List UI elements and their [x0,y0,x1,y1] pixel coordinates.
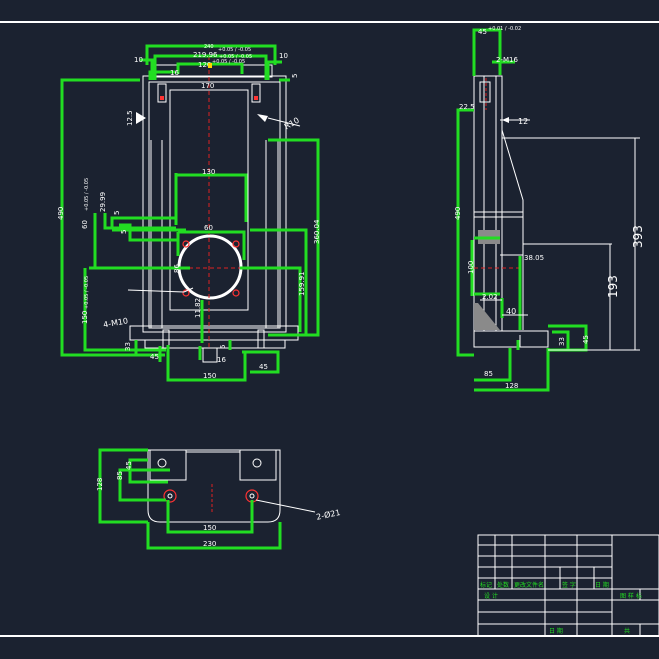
title-block-frame [477,534,659,637]
svg-text:+0.05 / -0.05: +0.05 / -0.05 [84,276,90,309]
front-body-outline [142,75,287,333]
svg-text:29.99: 29.99 [99,192,107,212]
svg-text:360.04: 360.04 [313,219,321,244]
front-m10-hole-1 [182,240,190,248]
dim-360-line [268,138,320,337]
svg-text:45: 45 [478,28,487,36]
thread-callout-2-m16: 2-M16 [496,56,518,64]
svg-text:130: 130 [202,168,215,176]
svg-text:33: 33 [558,337,566,346]
top-outline [147,449,281,523]
svg-text:85: 85 [484,370,493,378]
svg-text:128: 128 [96,478,104,491]
svg-text:45: 45 [125,461,133,470]
dim-150-left-line [83,268,166,352]
svg-text:+0.05 / -0.05: +0.05 / -0.05 [84,178,90,211]
svg-text:16: 16 [170,69,179,77]
dim-240-text: 240 [204,44,214,50]
svg-text:11.82: 11.82 [194,298,202,318]
svg-text:+0.05 / -0.05: +0.05 / -0.05 [219,54,252,60]
svg-text:40: 40 [506,307,516,316]
svg-text:10: 10 [134,56,143,64]
svg-text:85: 85 [116,471,124,480]
svg-text:128: 128 [505,382,518,390]
svg-text:159.91: 159.91 [298,272,306,297]
svg-text:标记: 标记 [480,581,492,589]
svg-text:193: 193 [606,275,620,298]
side-base [473,330,549,348]
title-block: 标记 处数 更改文件名 签 字 日 期 设 计 图 样 标 日 期 共 [477,534,659,637]
svg-text:10: 10 [279,52,288,60]
top-hole-21-left [163,489,177,503]
front-m10-hole-3 [182,289,190,297]
svg-text:150: 150 [203,372,216,380]
svg-text:16: 16 [217,356,226,364]
svg-text:45: 45 [150,353,159,361]
svg-text:设 计: 设 计 [484,592,498,600]
front-view: 240 +0.05 / -0.05 219.96 +0.05 / -0.05 1… [57,44,321,382]
svg-text:+0.05 / -0.05: +0.05 / -0.05 [212,59,245,65]
datum-marker [208,63,212,68]
svg-text:+0.01 / -0.02: +0.01 / -0.02 [488,26,521,32]
front-body-inner [148,81,281,329]
svg-text:120: 120 [198,61,211,69]
svg-text:12.5: 12.5 [126,110,134,126]
top-view: 128 85 45 2-Ø21 150 230 [96,448,341,550]
svg-text:12: 12 [518,117,528,126]
svg-text:45: 45 [259,363,268,371]
svg-text:更改文件名: 更改文件名 [514,581,544,589]
side-view: 45 +0.01 / -0.02 2-M16 22.5 12 393 490 3… [454,26,645,392]
svg-text:490: 490 [57,207,65,220]
svg-text:5: 5 [291,74,299,78]
svg-text:33: 33 [124,342,132,351]
svg-text:5: 5 [120,230,128,234]
svg-text:170: 170 [201,82,214,90]
svg-text:日 期: 日 期 [549,627,563,635]
svg-text:签 字: 签 字 [562,581,576,589]
dim-240-line [145,44,277,65]
svg-text:60: 60 [204,224,213,232]
front-m10-hole-4 [232,289,240,297]
svg-text:处数: 处数 [497,581,509,589]
svg-text:60: 60 [81,220,89,229]
svg-text:5: 5 [113,211,121,215]
svg-text:2.02: 2.02 [482,293,498,301]
hole-callout-4-m10: 4-M10 [103,316,129,329]
svg-text:45: 45 [582,335,590,344]
svg-text:393: 393 [631,225,645,248]
svg-text:+0.05 / -0.05: +0.05 / -0.05 [218,47,251,53]
svg-text:150: 150 [203,524,216,532]
dim-490-line [60,78,165,357]
svg-text:100: 100 [467,261,475,274]
svg-text:共: 共 [624,627,630,635]
svg-text:86: 86 [173,264,181,273]
svg-text:219.96: 219.96 [193,51,218,59]
svg-text:38.05: 38.05 [524,254,544,262]
front-m10-hole-2 [232,240,240,248]
svg-text:230: 230 [203,540,216,548]
top-dim-128-line [98,448,148,524]
svg-text:150: 150 [81,311,89,324]
svg-text:490: 490 [454,207,462,220]
top-dim-230-line [146,522,282,550]
svg-text:日 期: 日 期 [595,581,609,589]
side-dim-45-line [472,28,502,76]
svg-text:22.5: 22.5 [459,103,475,111]
side-hatch-2 [474,303,500,330]
svg-text:5: 5 [219,345,227,349]
svg-text:图 样 标: 图 样 标 [620,592,642,600]
